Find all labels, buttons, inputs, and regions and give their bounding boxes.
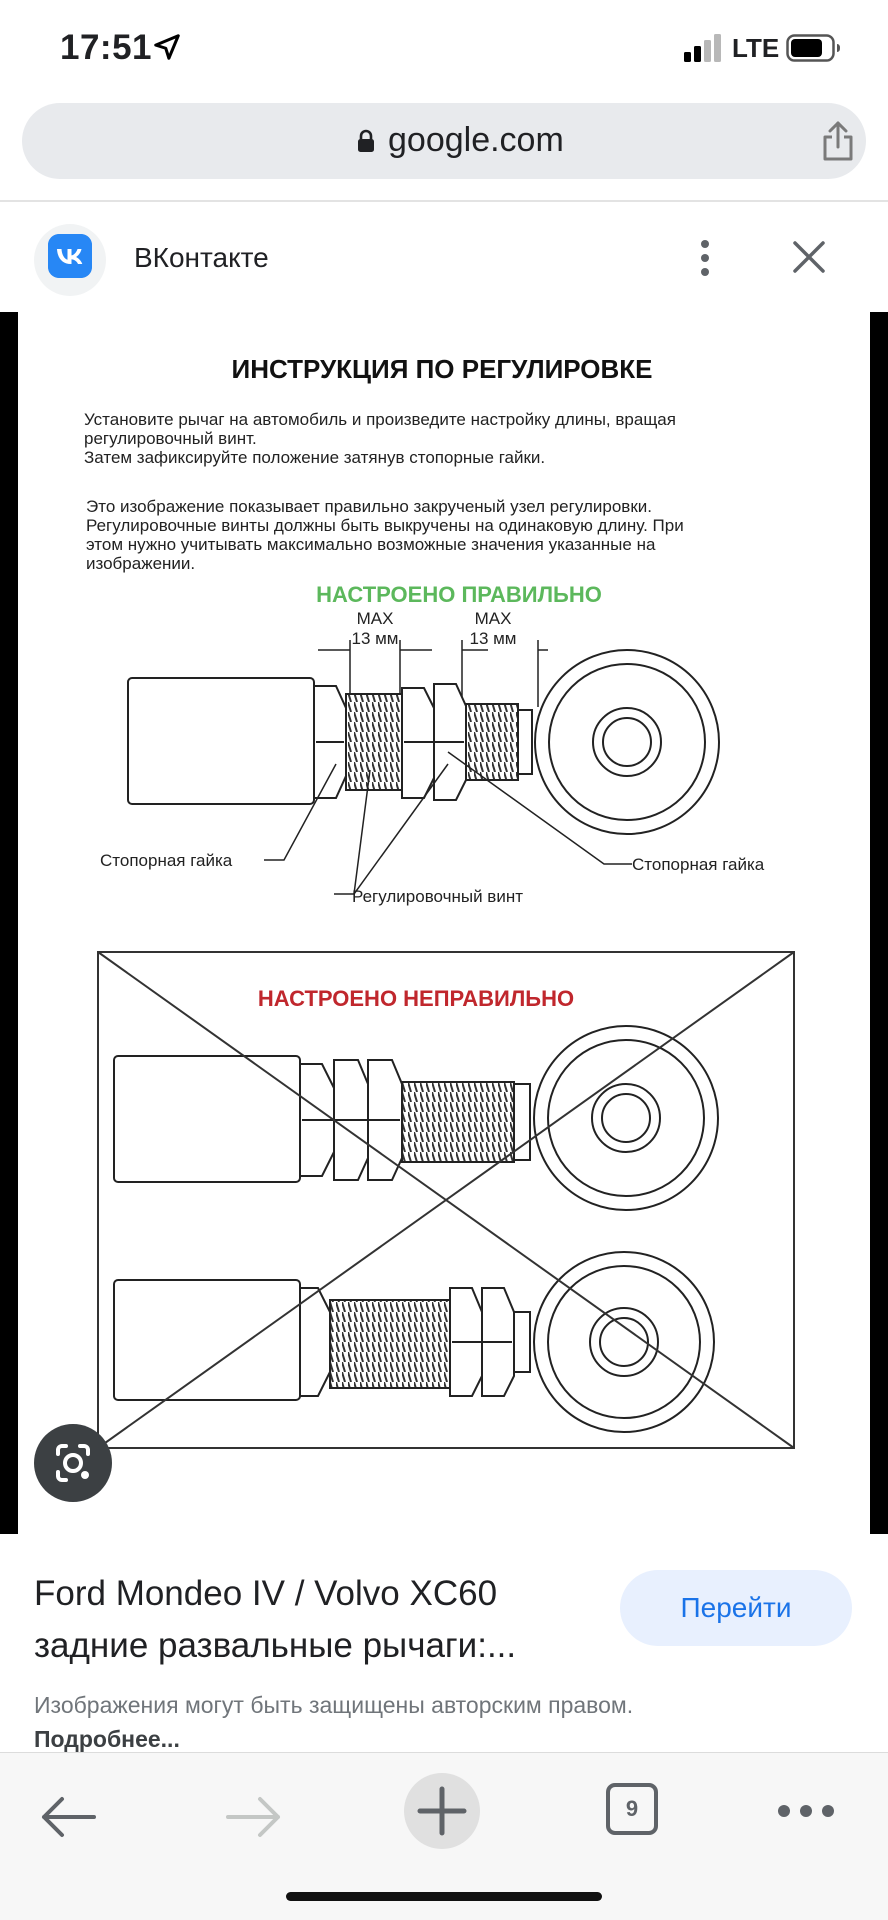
cross-out-lines (97, 951, 795, 1449)
share-icon[interactable] (818, 119, 858, 163)
header-divider (0, 200, 888, 202)
more-options-icon[interactable] (690, 236, 720, 280)
max-value-left: 13 мм (351, 629, 398, 648)
lens-button[interactable] (34, 1424, 112, 1502)
more-link[interactable]: Подробнее... (34, 1726, 180, 1752)
para2-line2: Регулировочные винты должны быть выкруче… (86, 516, 684, 535)
para1-line3: Затем зафиксируйте положение затянув сто… (84, 448, 545, 467)
lock-nut-label-left: Стопорная гайка (100, 851, 233, 870)
source-header: ВКонтакте (0, 202, 888, 312)
correct-assembly-drawing (127, 649, 720, 835)
correct-label: НАСТРОЕНО ПРАВИЛЬНО (316, 582, 602, 607)
source-name[interactable]: ВКонтакте (134, 242, 269, 273)
instruction-image: ИНСТРУКЦИЯ ПО РЕГУЛИРОВКЕ Установите рыч… (18, 312, 870, 1534)
status-bar: 17:51 LTE (0, 0, 888, 100)
para1-line1: Установите рычаг на автомобиль и произве… (84, 410, 676, 429)
incorrect-assembly-1 (113, 1025, 719, 1211)
para2-line1: Это изображение показывает правильно зак… (86, 497, 652, 516)
copyright-text: Изображения могут быть защищены авторски… (34, 1692, 634, 1718)
para2-line4: изображении. (86, 554, 195, 573)
max-value-right: 13 мм (469, 629, 516, 648)
battery-icon (786, 34, 840, 62)
para2-line3: этом нужно учитывать максимально возможн… (86, 535, 656, 554)
signal-strength-icon (684, 34, 721, 62)
network-type: LTE (732, 33, 780, 63)
para1-line2: регулировочный винт. (84, 429, 257, 448)
instruction-title: ИНСТРУКЦИЯ ПО РЕГУЛИРОВКЕ (232, 354, 653, 384)
close-icon[interactable] (792, 240, 826, 274)
goto-button[interactable]: Перейти (620, 1570, 852, 1646)
vk-logo-icon (48, 234, 92, 278)
lens-icon (56, 1444, 90, 1482)
max-label-left: MAX (357, 609, 394, 628)
copyright-notice: Изображения могут быть защищены авторски… (34, 1688, 674, 1756)
status-time: 17:51 (60, 28, 153, 67)
lock-icon (358, 129, 374, 152)
forward-arrow-icon[interactable] (224, 1795, 284, 1839)
result-title-line2: задние развальные рычаги:... (34, 1626, 517, 1665)
back-arrow-icon[interactable] (38, 1795, 98, 1839)
adjust-screw-label: Регулировочный винт (352, 887, 523, 906)
max-label-right: MAX (475, 609, 512, 628)
incorrect-assembly-2 (113, 1251, 715, 1433)
result-title[interactable]: Ford Mondeo IV / Volvo XC60 задние разва… (34, 1568, 594, 1672)
url-domain: google.com (388, 121, 564, 159)
location-arrow-icon (154, 34, 180, 60)
url-bar[interactable]: google.com (22, 103, 866, 179)
new-tab-button[interactable] (404, 1773, 480, 1849)
more-menu-icon[interactable] (776, 1801, 836, 1821)
image-viewer[interactable]: ИНСТРУКЦИЯ ПО РЕГУЛИРОВКЕ Установите рыч… (0, 312, 888, 1534)
result-title-line1: Ford Mondeo IV / Volvo XC60 (34, 1574, 498, 1613)
plus-icon (417, 1786, 467, 1836)
home-indicator (286, 1892, 602, 1901)
lock-nut-label-right: Стопорная гайка (632, 855, 765, 874)
tab-switcher-button[interactable]: 9 (606, 1783, 658, 1835)
incorrect-label: НАСТРОЕНО НЕПРАВИЛЬНО (258, 986, 574, 1011)
